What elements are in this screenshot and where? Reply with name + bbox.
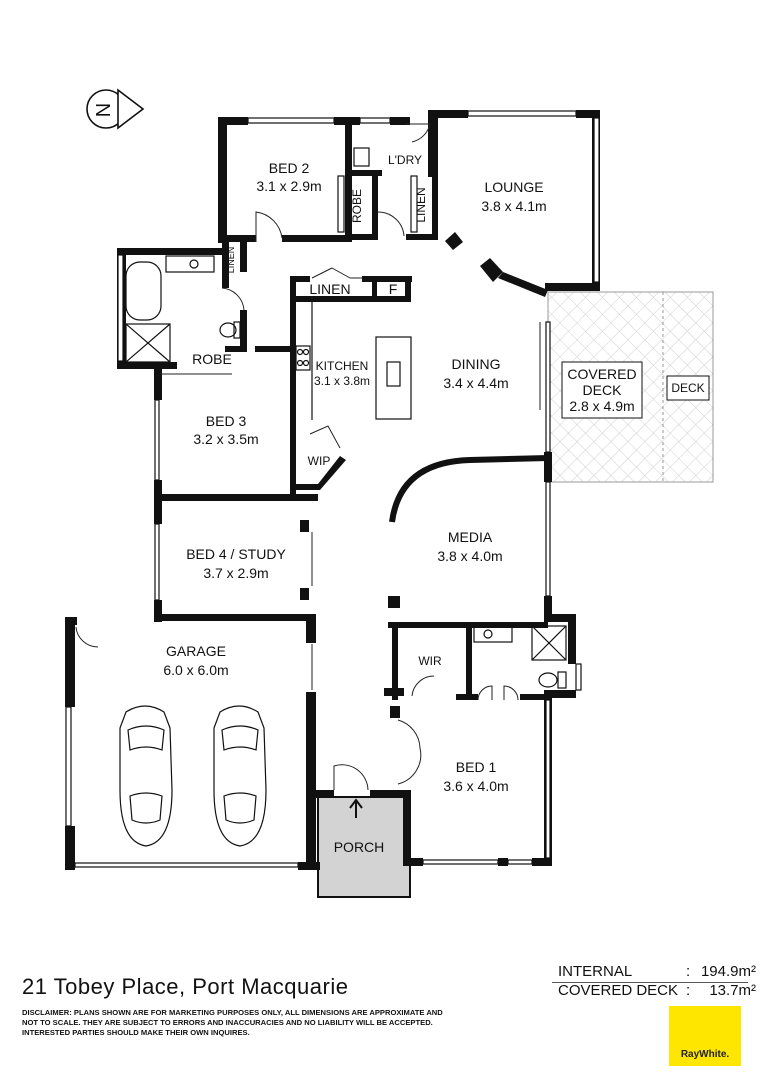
kitchen-name: KITCHEN <box>316 359 369 373</box>
walls <box>65 110 600 870</box>
area-row-internal: INTERNAL : 194.9m² <box>558 962 756 981</box>
dining-name: DINING <box>452 356 501 372</box>
fridge-label: F <box>389 281 398 297</box>
lounge-name: LOUNGE <box>484 179 543 195</box>
north-compass-icon: N <box>86 88 145 130</box>
dining-dims: 3.4 x 4.4m <box>443 375 508 391</box>
property-address: 21 Tobey Place, Port Macquarie <box>22 974 349 999</box>
porch-label: PORCH <box>334 839 385 855</box>
raywhite-logo: RayWhite. <box>669 1006 741 1066</box>
floor-plan: N <box>65 88 714 898</box>
robe-bed2-label: ROBE <box>350 189 364 223</box>
covered-deck-dims: 2.8 x 4.9m <box>569 398 634 414</box>
fixtures <box>125 147 567 689</box>
bed2-dims: 3.1 x 2.9m <box>256 178 321 194</box>
area-row-covered-deck: COVERED DECK : 13.7m² <box>558 981 756 1000</box>
bed1-dims: 3.6 x 4.0m <box>443 778 508 794</box>
car-icon <box>119 705 173 847</box>
bed3-dims: 3.2 x 3.5m <box>193 431 258 447</box>
linen-bath-label: LINEN <box>226 247 236 274</box>
area-value: 13.7m² <box>709 982 756 999</box>
area-label: INTERNAL <box>558 963 633 980</box>
wip-label: WIP <box>308 454 331 468</box>
area-divider <box>552 982 748 983</box>
kitchen-dims: 3.1 x 3.8m <box>314 374 370 388</box>
garage-dims: 6.0 x 6.0m <box>163 662 228 678</box>
laundry-label: L'DRY <box>388 153 422 167</box>
bed1-name: BED 1 <box>456 759 497 775</box>
garage-name: GARAGE <box>166 643 226 659</box>
linen-laundry-label: LINEN <box>414 187 428 222</box>
car-icon <box>213 705 267 847</box>
entry-arrow-icon <box>349 798 363 818</box>
footer: 21 Tobey Place, Port Macquarie INTERNAL … <box>0 958 764 1080</box>
bed2-name: BED 2 <box>269 160 310 176</box>
wir-label: WIR <box>418 654 442 668</box>
media-name: MEDIA <box>448 529 493 545</box>
bed4-name: BED 4 / STUDY <box>186 546 286 562</box>
area-sep: : <box>686 982 691 999</box>
deck-label: DECK <box>671 381 704 395</box>
linen-kitchen-label: LINEN <box>309 281 350 297</box>
robe-bed3-label: ROBE <box>192 351 232 367</box>
area-label: COVERED DECK <box>558 982 679 999</box>
media-curved-wall <box>389 455 549 523</box>
disclaimer-text: DISCLAIMER: PLANS SHOWN ARE FOR MARKETIN… <box>22 1008 443 1037</box>
bed3-name: BED 3 <box>206 413 247 429</box>
area-value: 194.9m² <box>700 963 756 980</box>
compass-label: N <box>93 103 115 117</box>
bed4-dims: 3.7 x 2.9m <box>203 565 268 581</box>
covered-deck-name-line1: COVERED <box>567 366 636 382</box>
area-sep: : <box>686 963 691 980</box>
door-swings <box>75 123 541 791</box>
windows <box>65 110 600 868</box>
lounge-dims: 3.8 x 4.1m <box>481 198 546 214</box>
logo-text: RayWhite. <box>680 1049 730 1060</box>
covered-deck-area <box>547 291 714 483</box>
covered-deck-name-line2: DECK <box>583 382 623 398</box>
area-summary: INTERNAL : 194.9m² COVERED DECK : 13.7m² <box>558 962 756 1000</box>
media-dims: 3.8 x 4.0m <box>437 548 502 564</box>
